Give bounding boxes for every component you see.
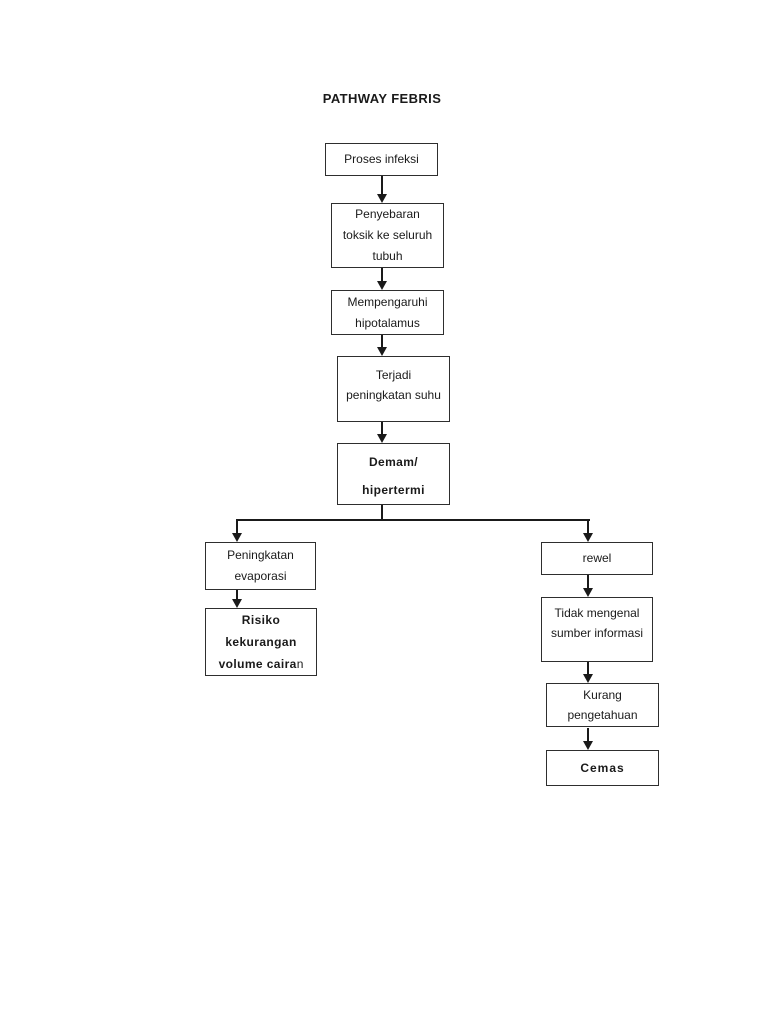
node-mempengaruhi-hipotalamus: Mempengaruhi hipotalamus (331, 290, 444, 335)
node-rewel: rewel (541, 542, 653, 575)
node-text: Penyebaran (355, 207, 420, 221)
node-cemas: Cemas (546, 750, 659, 786)
arrow-down-icon (583, 575, 593, 597)
node-terjadi-peningkatan-suhu: Terjadi peningkatan suhu (337, 356, 450, 422)
branch-horizontal-line (236, 519, 590, 521)
node-text: evaporasi (234, 569, 287, 583)
node-text: Proses infeksi (344, 152, 419, 166)
arrow-down-icon (377, 422, 387, 443)
node-text: Kurang (583, 688, 622, 702)
arrow-down-icon (377, 268, 387, 290)
node-demam-hipertermi: Demam/ hipertermi (337, 443, 450, 505)
arrow-down-icon (583, 520, 593, 542)
arrow-down-icon (232, 590, 242, 608)
node-text: peningkatan suhu (346, 388, 441, 402)
node-text: Mempengaruhi (347, 294, 428, 309)
node-text: Terjadi (375, 368, 412, 382)
node-text: tubuh (372, 249, 403, 263)
node-risiko-kekurangan-volume-cairan: Risiko kekurangan volume cairan (205, 608, 317, 676)
arrow-down-icon (583, 728, 593, 750)
branch-stem-line (381, 505, 383, 521)
node-text: hipotalamus (355, 315, 420, 330)
node-text: Demam/ (368, 455, 419, 469)
node-kurang-pengetahuan: Kurang pengetahuan (546, 683, 659, 727)
arrow-down-icon (583, 662, 593, 683)
node-text: Cemas (580, 760, 625, 775)
node-text: Peningkatan (227, 548, 294, 562)
node-text: kekurangan (225, 635, 297, 649)
node-text-regular-part: n (296, 657, 304, 671)
node-text: Tidak mengenal (554, 606, 640, 620)
node-text: pengetahuan (567, 708, 638, 722)
arrow-down-icon (377, 176, 387, 203)
node-text: volume cairan (219, 653, 304, 675)
arrow-down-icon (377, 335, 387, 356)
node-text: hipertermi (362, 483, 425, 497)
node-text: sumber informasi (550, 626, 644, 640)
diagram-title: PATHWAY FEBRIS (322, 91, 442, 106)
node-peningkatan-evaporasi: Peningkatan evaporasi (205, 542, 316, 590)
arrow-down-icon (232, 520, 242, 542)
node-text-bold-part: volume caira (218, 657, 297, 671)
node-proses-infeksi: Proses infeksi (325, 143, 438, 176)
node-tidak-mengenal-sumber-informasi: Tidak mengenal sumber informasi (541, 597, 653, 662)
node-text: Risiko (241, 613, 281, 627)
node-penyebaran-toksik: Penyebaran toksik ke seluruh tubuh (331, 203, 444, 268)
node-text: rewel (582, 551, 612, 565)
node-text: toksik ke seluruh (342, 228, 433, 242)
